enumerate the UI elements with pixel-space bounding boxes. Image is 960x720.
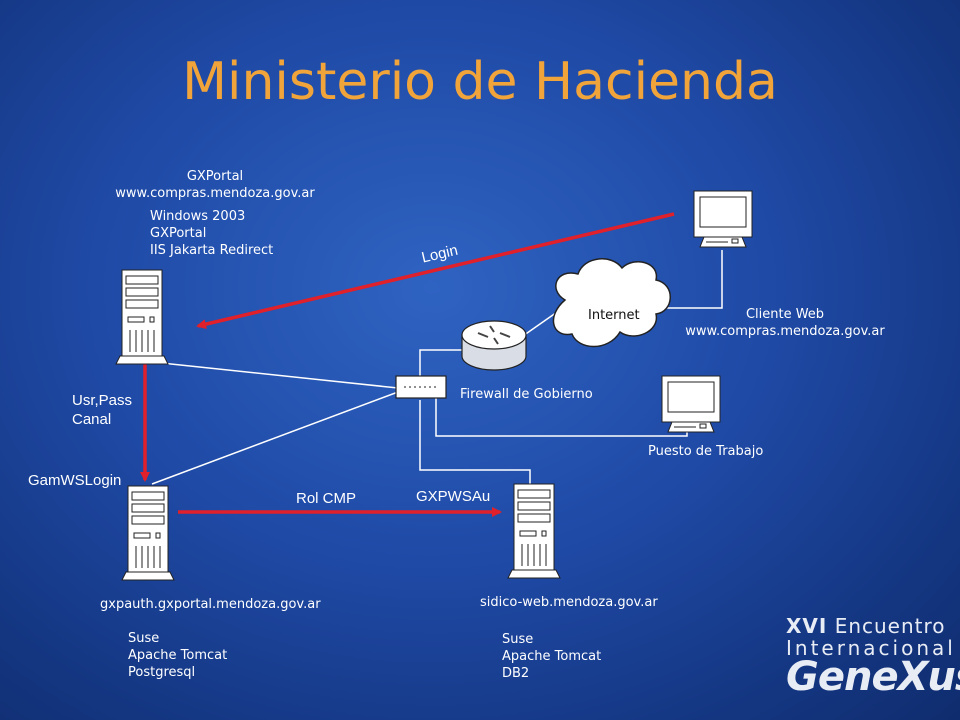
- sidico-spec-os: Suse: [502, 632, 534, 647]
- gxauth-spec-os: Suse: [128, 631, 160, 646]
- gxportal-spec-redirect: IIS Jakarta Redirect: [150, 243, 274, 258]
- brand-encuentro: Encuentro: [827, 614, 946, 638]
- usr-pass-label: Usr,Pass Canal: [72, 391, 132, 429]
- sidico-spec-db: DB2: [502, 666, 530, 681]
- rol-cmp-label: Rol CMP: [296, 490, 357, 507]
- gxauth-url: gxpauth.gxportal.mendoza.gov.ar: [100, 597, 321, 612]
- link-firewall-internet: [519, 309, 561, 339]
- sidico-server-icon: [507, 483, 561, 579]
- brand-genexus: GeneXus: [786, 654, 960, 700]
- gxportal-spec-os: Windows 2003: [150, 209, 246, 224]
- gxportal-specs: Windows 2003 GXPortal IIS Jakarta Redire…: [150, 208, 273, 259]
- puesto-monitor-icon: [661, 375, 721, 433]
- link-switch-firewall: [419, 349, 466, 376]
- genexus-brand-logo: XVI Encuentro Internacional GeneXus™: [786, 614, 960, 700]
- link-internet-cliente: [662, 250, 723, 309]
- cliente-labels: Cliente Web www.compras.mendoza.gov.ar: [680, 306, 890, 340]
- gxportal-header: GXPortal www.compras.mendoza.gov.ar: [100, 168, 330, 202]
- cliente-name: Cliente Web: [745, 307, 825, 322]
- gxportal-server-icon: [115, 269, 169, 365]
- link-switch-sidico: [419, 400, 531, 486]
- sidico-spec-server: Apache Tomcat: [502, 649, 602, 664]
- sidico-specs: Suse Apache Tomcat DB2: [502, 631, 601, 682]
- page-title: Ministerio de Hacienda: [182, 52, 778, 112]
- brand-internacional: Internacional: [786, 636, 956, 660]
- cliente-url: www.compras.mendoza.gov.ar: [685, 324, 885, 339]
- puesto-label: Puesto de Trabajo: [648, 444, 764, 459]
- internet-label: Internet: [588, 308, 640, 323]
- gxauth-server-icon: [121, 485, 175, 581]
- link-gxportal-switch: [151, 361, 399, 389]
- network-links: [151, 250, 723, 486]
- switch-icon: [395, 375, 447, 399]
- brand-edition: XVI: [786, 614, 828, 638]
- gxpwsau-label: GXPWSAu: [416, 488, 491, 505]
- sidico-url: sidico-web.mendoza.gov.ar: [480, 595, 658, 610]
- gxauth-spec-server: Apache Tomcat: [128, 648, 228, 663]
- link-switch-puesto: [435, 396, 688, 437]
- firewall-label: Firewall de Gobierno: [460, 387, 593, 402]
- gamws-label: GamWSLogin: [28, 472, 122, 489]
- firewall-router-icon: [461, 320, 527, 371]
- gxportal-url: www.compras.mendoza.gov.ar: [115, 186, 315, 201]
- gxportal-name: GXPortal: [186, 169, 244, 184]
- cliente-monitor-icon: [693, 190, 753, 248]
- usr-pass-line1: Usr,Pass: [72, 392, 133, 409]
- login-arrow: [196, 212, 675, 330]
- data-flows: [140, 212, 675, 517]
- internet-cloud-icon: [552, 258, 671, 348]
- usr-pass-line2: Canal: [72, 411, 112, 428]
- gxauth-spec-db: Postgresql: [128, 665, 196, 680]
- link-gxauth-switch: [151, 391, 399, 485]
- gxportal-spec-app: GXPortal: [150, 226, 207, 241]
- gxauth-specs: Suse Apache Tomcat Postgresql: [128, 630, 227, 681]
